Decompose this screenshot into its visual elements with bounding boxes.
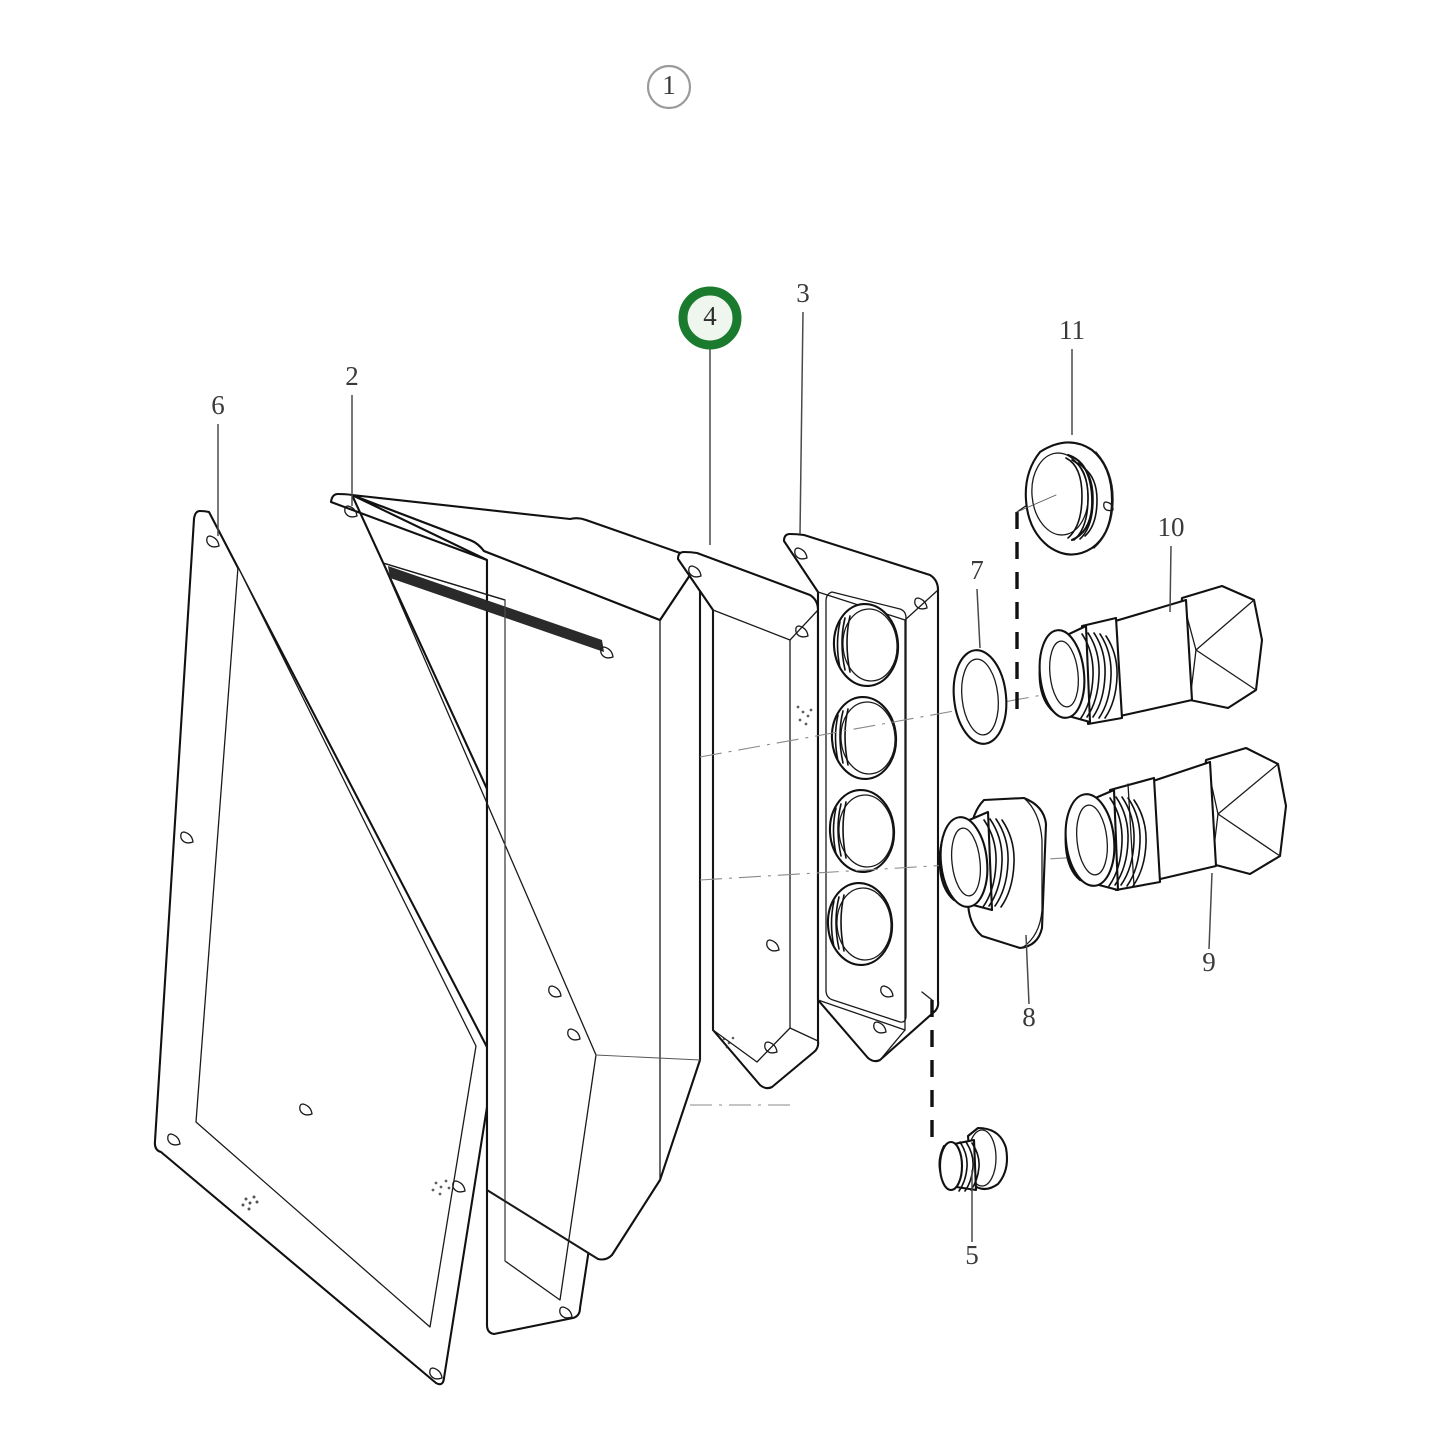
part-plate-gasket [676,550,820,1090]
callout-4[interactable]: 4 [678,286,742,350]
centerline-upper [699,689,1071,758]
part-outer-frame-gasket [153,509,496,1386]
callout-1[interactable]: 1 [646,64,692,110]
callout-1-ring [646,64,692,110]
label-leaders [217,311,1213,1242]
part-screw [938,1126,1009,1192]
part-union-fitting-small [1038,584,1264,726]
part-union-fitting-large [1064,746,1288,892]
label-3: 3 [796,278,810,308]
label-10: 10 [1158,512,1185,542]
part-threaded-cap-plug [1016,441,1114,556]
label-5: 5 [965,1240,979,1270]
label-7: 7 [970,555,984,585]
part-number-labels: 6 2 3 11 10 7 9 8 5 [211,278,1216,1270]
part-port-mounting-plate [782,532,940,1063]
label-9: 9 [1202,947,1216,977]
callout-4-label: 4 [703,301,717,331]
callout-4-ring [678,286,742,350]
label-2: 2 [345,361,359,391]
port-4 [826,881,894,967]
port-1 [832,602,900,688]
part-box-housing [344,493,702,1319]
port-2 [830,695,898,781]
label-11: 11 [1059,315,1085,345]
callout-1-label: 1 [662,70,676,100]
part-threaded-bushing [938,796,1048,950]
port-3 [828,788,896,874]
label-8: 8 [1022,1002,1036,1032]
label-6: 6 [211,390,225,420]
part-o-ring-washer [952,649,1008,745]
